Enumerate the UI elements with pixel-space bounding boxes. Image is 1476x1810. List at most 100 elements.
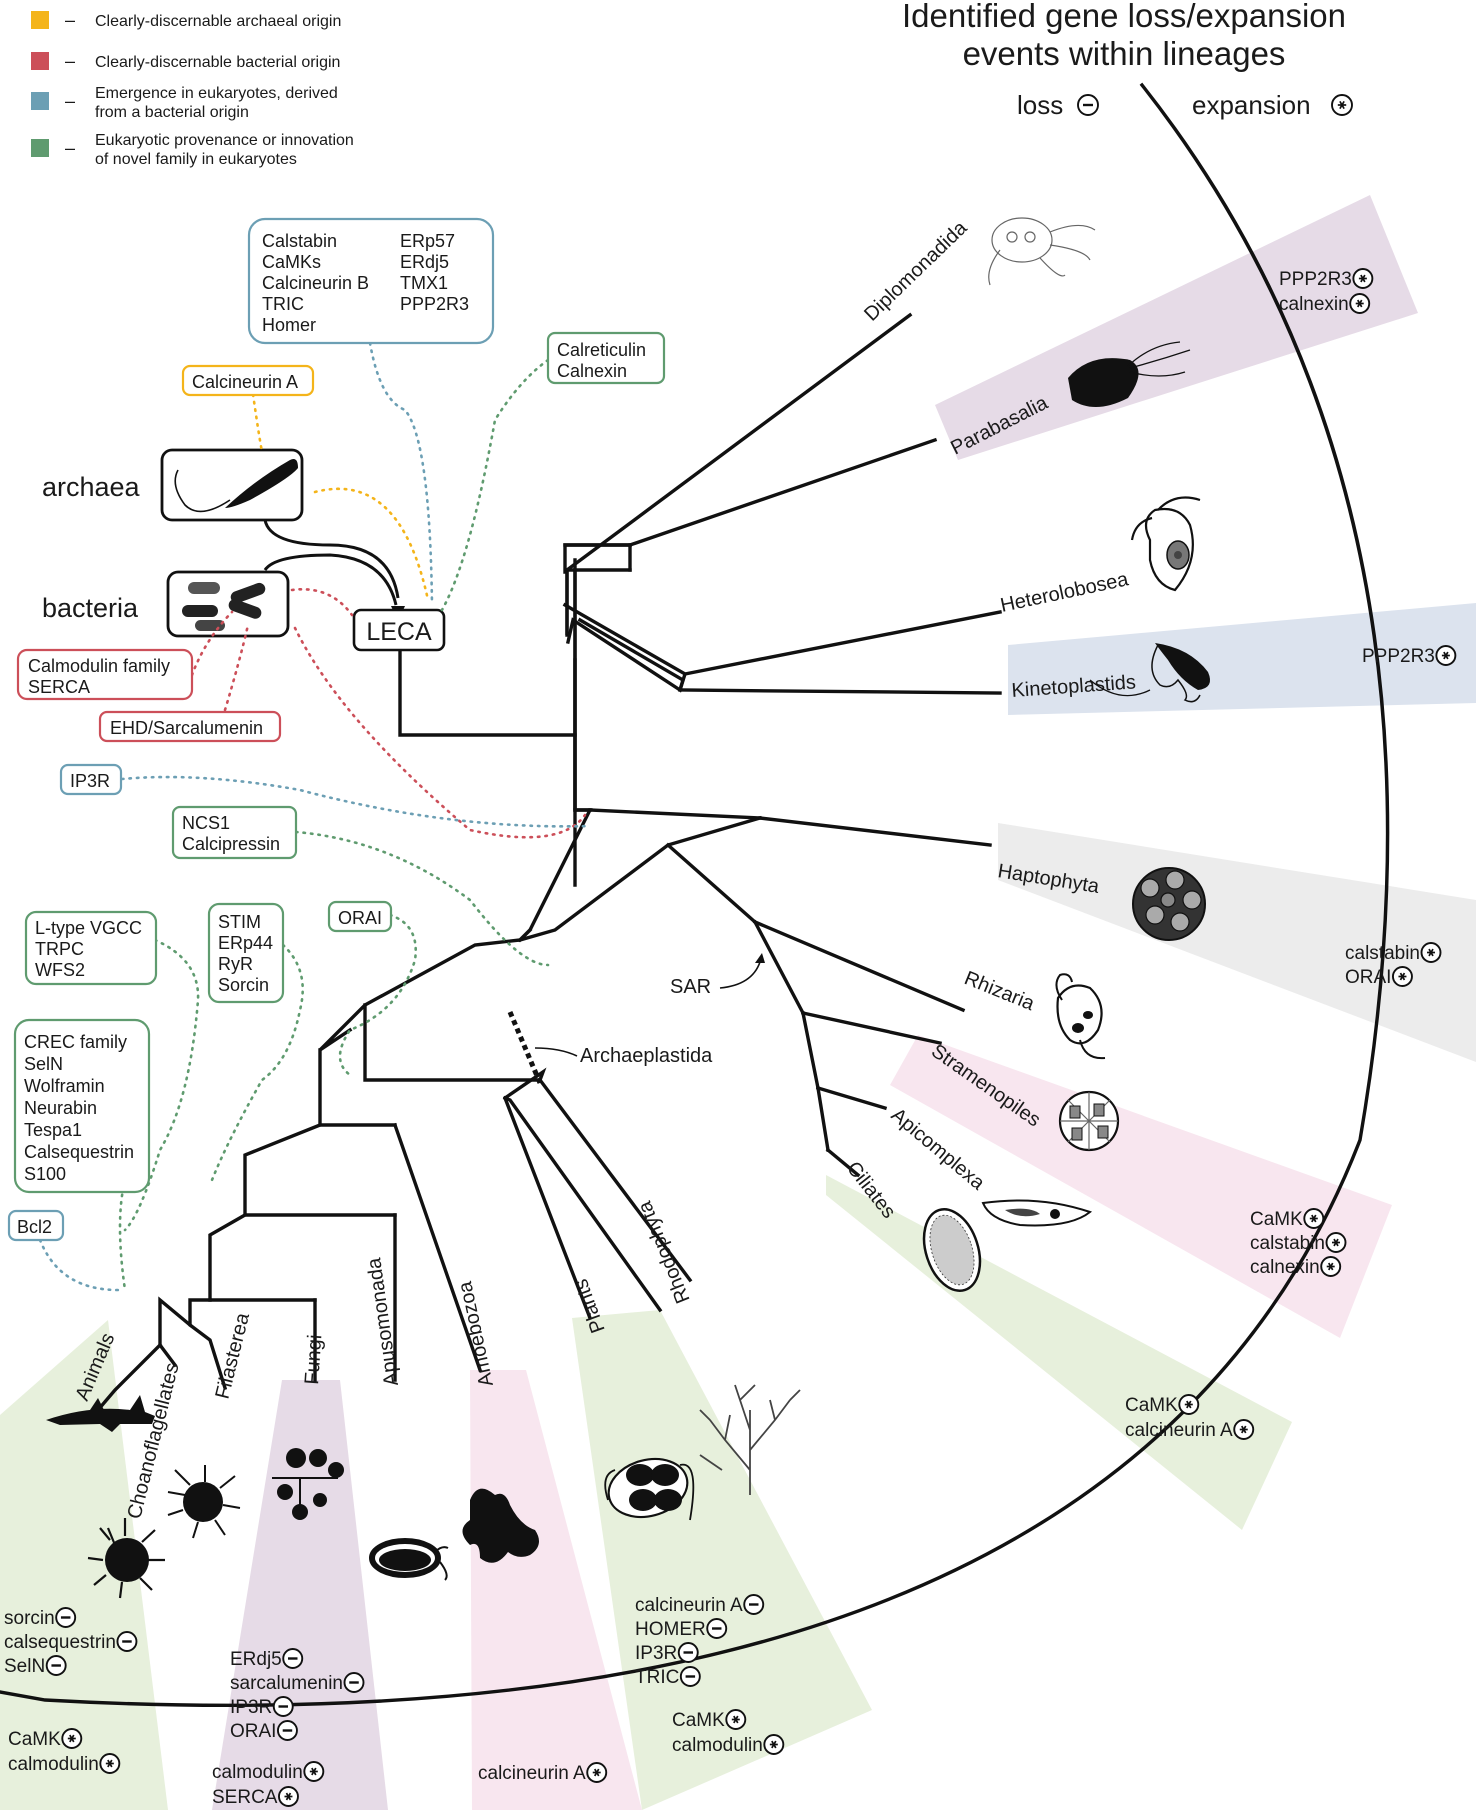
expansion-icon <box>1233 1419 1255 1440</box>
header: Identified gene loss/expansion events wi… <box>902 0 1353 120</box>
event-gene: CaMK <box>8 1729 61 1750</box>
bacteria-box <box>166 570 290 638</box>
sector-animals <box>0 1320 168 1810</box>
event-gene: sorcin <box>4 1608 55 1629</box>
expansion-icon <box>278 1786 299 1807</box>
expansion-icon <box>1303 1208 1325 1229</box>
box-calmodulin-text-2: SERCA <box>28 677 90 697</box>
clade-archaeplastida-arrow <box>534 1047 578 1057</box>
box-calmodulin-text-1: Calmodulin family <box>28 656 170 676</box>
header-line-2: events within lineages <box>963 35 1286 72</box>
expansion-symbol <box>1331 94 1353 116</box>
header-loss: loss <box>1017 90 1063 120</box>
trichomonas-icon <box>1068 341 1191 408</box>
event-gene: calcineurin A <box>1125 1420 1233 1441</box>
ciliate-icon <box>922 1208 982 1292</box>
event-gene: PPP2R3 <box>1279 269 1352 290</box>
taxon-fungi: Fungi <box>301 1334 326 1385</box>
event-gene: calstabin <box>1345 943 1420 964</box>
sector-parabasalia <box>935 195 1418 460</box>
sector-fungi <box>212 1380 388 1810</box>
rhizaria-icon <box>1055 973 1106 1060</box>
apicomplexa-icon <box>981 1199 1093 1227</box>
loss-icon <box>277 1720 298 1741</box>
box-blue-top <box>247 217 495 345</box>
box-stim-text-2: ERp44 <box>218 933 273 953</box>
event-gene: calcineurin A <box>478 1763 586 1784</box>
event-gene: ERdj5 <box>230 1649 282 1670</box>
bacteria-cells-icon <box>182 582 266 631</box>
expansion-icon <box>1331 94 1353 116</box>
taxon-heterolobosea: Heterolobosea <box>998 568 1131 617</box>
legend: – Clearly-discernable archaeal origin – Cle… <box>31 10 354 168</box>
box-ncs1-text-1: NCS1 <box>182 813 230 833</box>
box-stim-text-3: RyR <box>218 954 253 974</box>
header-line-1: Identified gene loss/expansion <box>902 0 1346 34</box>
sector-stramenopiles <box>890 1035 1392 1338</box>
tree-main <box>563 543 632 810</box>
loss-symbol <box>1077 94 1099 116</box>
event-gene: HOMER <box>635 1619 706 1640</box>
box-calreticulin <box>546 331 666 385</box>
taxon-choanoflagellates: Choanoflagellates <box>124 1361 184 1522</box>
event-gene: CaMK <box>672 1710 725 1731</box>
box-ncs1-text-2: Calcipressin <box>182 834 280 854</box>
expansion-icon <box>1178 1394 1200 1415</box>
filasterea-icon <box>167 1465 241 1539</box>
bacteria-label: bacteria <box>42 593 139 623</box>
event-gene: CaMK <box>1250 1209 1303 1230</box>
leca-label: LECA <box>366 618 432 646</box>
gene-boxes: Calstabin CaMKs Calcineurin B TRIC Homer… <box>7 217 666 1242</box>
expansion-icon <box>1392 966 1413 987</box>
event-gene: SERCA <box>212 1787 278 1808</box>
loss-icon <box>272 1696 294 1717</box>
box-ltype <box>24 910 158 986</box>
expansion-icon <box>61 1728 83 1749</box>
box-blue-top-col1: Calstabin CaMKs Calcineurin B TRIC Homer <box>262 231 369 335</box>
event-gene: calmodulin <box>672 1735 763 1756</box>
expansion-icon <box>99 1753 121 1774</box>
loss-icon <box>1077 94 1099 116</box>
event-gene: IP3R <box>635 1643 677 1664</box>
choanoflagellate-icon <box>87 1518 165 1599</box>
archaea-cell-icon <box>174 459 298 513</box>
legend-text: Clearly-discernable archaeal origin <box>95 13 341 30</box>
legend-text: Eukaryotic provenance or innovation <box>95 132 354 149</box>
box-blue-top-col2: ERp57 ERdj5 TMX1 PPP2R3 <box>400 231 469 314</box>
box-bcl2 <box>7 1209 65 1242</box>
box-calreticulin-text-1: Calreticulin <box>557 340 646 360</box>
event-gene: calmodulin <box>212 1762 303 1783</box>
box-crec-text-5: Tespa1 <box>24 1120 82 1140</box>
leca-box <box>352 608 446 652</box>
taxon-filasterea: Filasterea <box>212 1310 255 1401</box>
event-gene: calstabin <box>1250 1233 1325 1254</box>
legend-dash: – <box>65 138 75 158</box>
event-gene: SelN <box>4 1656 45 1677</box>
svg-text:Homer: Homer <box>262 315 316 335</box>
legend-text: Clearly-discernable bacterial origin <box>95 54 340 71</box>
event-gene: ORAI <box>1345 967 1391 988</box>
svg-text:ERp57: ERp57 <box>400 231 455 251</box>
red-alga-icon <box>699 1384 801 1495</box>
diatom-icon <box>1058 1090 1120 1152</box>
event-gene: PPP2R3 <box>1362 646 1435 667</box>
legend-text-2: from a bacterial origin <box>95 104 249 121</box>
event-gene: TRIC <box>635 1667 679 1688</box>
taxon-diplomonadida: Diplomonadida <box>860 216 972 325</box>
box-ltype-text-2: TRPC <box>35 939 84 959</box>
apusomonad-icon <box>369 1538 449 1581</box>
box-crec-text-7: S100 <box>24 1164 66 1184</box>
legend-dash: – <box>65 91 75 111</box>
box-ltype-text-1: L-type VGCC <box>35 918 142 938</box>
box-ip3r-text: IP3R <box>70 771 110 791</box>
box-crec <box>13 1018 151 1194</box>
box-bcl2-text: Bcl2 <box>17 1217 52 1237</box>
box-orai-text: ORAI <box>338 908 382 928</box>
box-orai <box>327 900 393 933</box>
taxon-rhodophyta: Rhodophyta <box>634 1197 695 1306</box>
